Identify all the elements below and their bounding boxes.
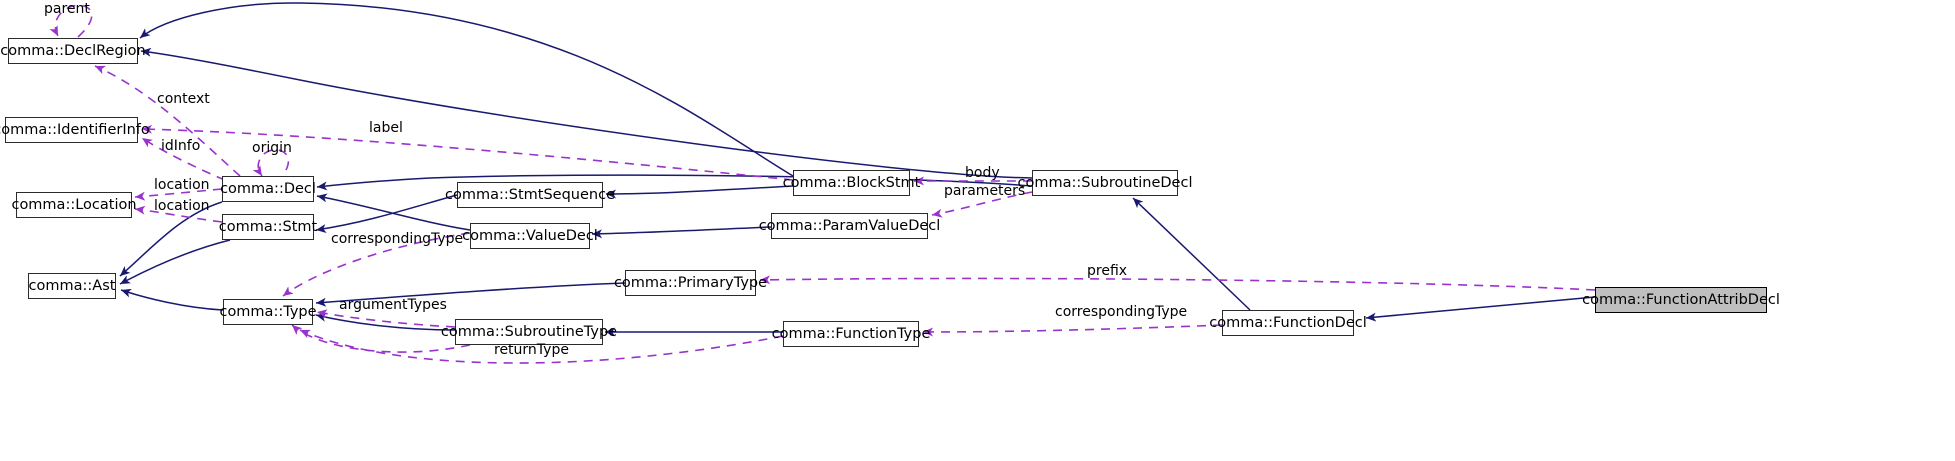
node-comma-subroutinetype[interactable]: comma::SubroutineType (441, 319, 617, 345)
edge-paramvaluedecl-valuedecl (591, 226, 772, 239)
edge-stmtsequence-stmt (315, 194, 458, 233)
node-comma-blockstmt[interactable]: comma::BlockStmt (783, 170, 920, 196)
edge-label-argumenttypes: argumentTypes (339, 297, 447, 313)
edge-label-correspondingtype-valuedecl: correspondingType (331, 231, 464, 247)
edge-label-location-decl: location (154, 177, 210, 193)
edge-blockstmt-stmtsequence (605, 185, 794, 199)
node-comma-identifierinfo[interactable]: comma::IdentifierInfo (0, 117, 150, 143)
edge-functiondecl-subroutinedecl (1132, 197, 1251, 311)
node-comma-decl[interactable]: comma::Decl (220, 176, 316, 202)
node-comma-paramvaluedecl[interactable]: comma::ParamValueDecl (759, 213, 940, 239)
node-comma-valuedecl[interactable]: comma::ValueDecl (462, 223, 598, 249)
edge-subroutinedecl-declregion (140, 47, 1033, 179)
node-comma-functiontype[interactable]: comma::FunctionType (772, 321, 930, 347)
edge-subroutinedecl-decl (316, 174, 1033, 191)
edge-subroutinetype-type (315, 312, 456, 331)
edge-blockstmt-declregion (139, 2, 794, 177)
edge-label-context: context (157, 91, 210, 107)
node-comma-ast[interactable]: comma::Ast (28, 273, 116, 299)
node-comma-functionattribdecl[interactable]: comma::FunctionAttribDecl (1582, 287, 1780, 313)
edge-functionattribdecl-functiondecl (1365, 296, 1596, 322)
edge-type-ast (120, 288, 224, 311)
node-comma-declregion[interactable]: comma::DeclRegion (0, 38, 146, 64)
edge-subroutinetype-argumenttypes (316, 309, 456, 328)
edge-label-returntype: returnType (494, 342, 569, 358)
edge-label-parameters: parameters (944, 183, 1026, 199)
node-comma-primarytype[interactable]: comma::PrimaryType (614, 270, 767, 296)
node-comma-functiondecl[interactable]: comma::FunctionDecl (1209, 310, 1367, 336)
edge-functionattribdecl-prefix (759, 275, 1596, 291)
edge-label-idinfo: idInfo (161, 138, 201, 154)
edge-label-body: body (965, 165, 1000, 181)
edge-blockstmt-label (141, 124, 794, 181)
edge-label-correspondingtype-functiondecl: correspondingType (1055, 304, 1188, 320)
edge-label-location-stmt: location (154, 198, 210, 214)
edge-label-label: label (369, 120, 403, 136)
node-comma-subroutinedecl[interactable]: comma::SubroutineDecl (1018, 170, 1192, 196)
edge-label-origin: origin (252, 140, 292, 156)
node-comma-stmt[interactable]: comma::Stmt (219, 214, 317, 240)
edge-label-prefix: prefix (1087, 263, 1128, 279)
node-comma-stmtsequence[interactable]: comma::StmtSequence (445, 182, 615, 208)
node-comma-location[interactable]: comma::Location (11, 192, 137, 218)
edge-label-parent: parent (44, 1, 90, 17)
edge-stmt-ast (119, 239, 231, 285)
edge-functiondecl-correspondingtype (922, 324, 1223, 337)
node-comma-type[interactable]: comma::Type (219, 299, 317, 325)
